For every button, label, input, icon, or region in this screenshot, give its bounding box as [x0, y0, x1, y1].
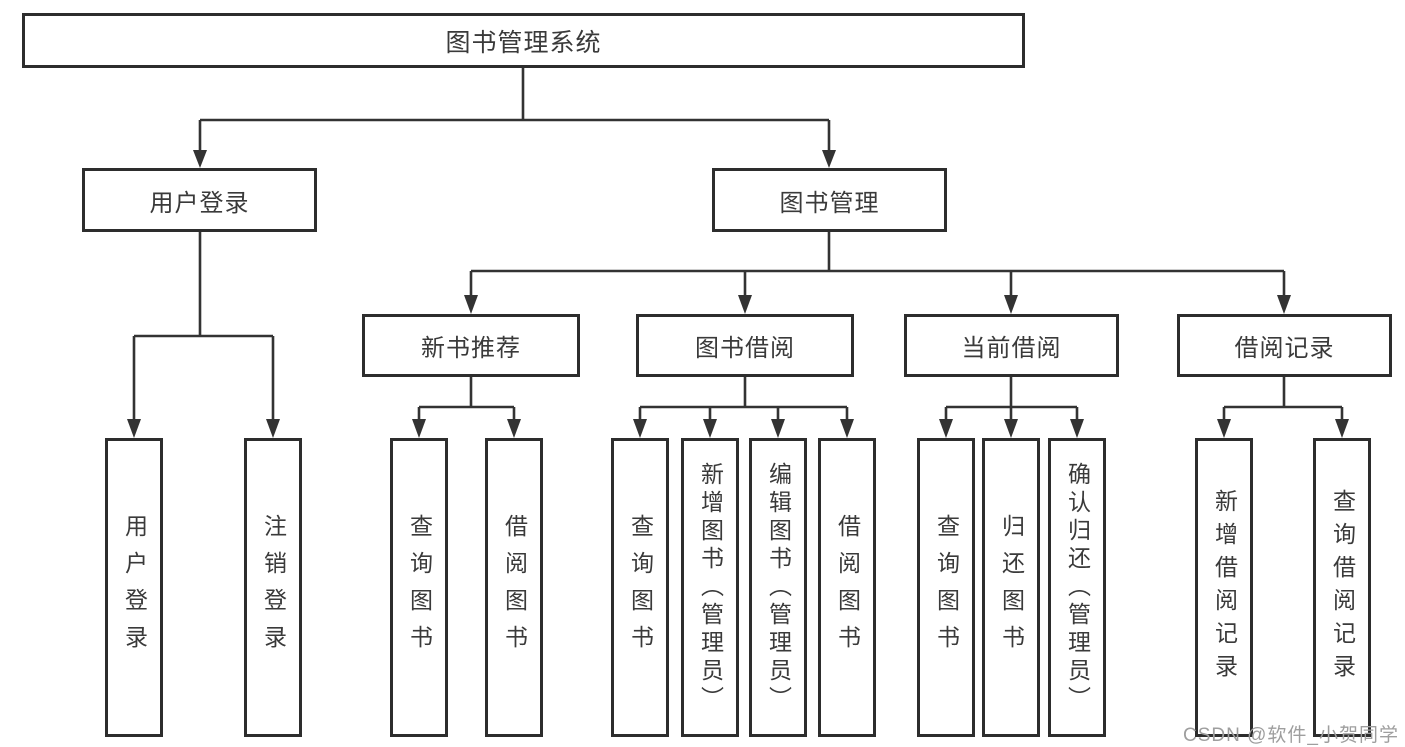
- connector-current-borrow-to-leaves: [939, 377, 1084, 438]
- node-system-root: 图书管理系统: [22, 13, 1025, 68]
- leaf-borrow-books-recommend: 借阅图书: [485, 438, 543, 737]
- connector-book-borrow-to-leaves: [633, 377, 854, 438]
- leaf-add-borrow-record: 新增借阅记录: [1195, 438, 1253, 737]
- node-book-management: 图书管理: [712, 168, 947, 232]
- connector-root-to-level2: [193, 68, 836, 168]
- node-user-login: 用户登录: [82, 168, 317, 232]
- leaf-user-login: 用户登录: [105, 438, 163, 737]
- connector-borrow-records-to-leaves: [1217, 377, 1349, 438]
- connector-user-login-to-leaves: [127, 232, 280, 438]
- leaf-query-books-current: 查询图书: [917, 438, 975, 737]
- leaf-query-books-borrow: 查询图书: [611, 438, 669, 737]
- connector-new-book-recommend-to-leaves: [412, 377, 521, 438]
- node-borrow-records: 借阅记录: [1177, 314, 1392, 377]
- leaf-logout: 注销登录: [244, 438, 302, 737]
- csdn-watermark: CSDN @软件_小贺同学: [1183, 725, 1399, 746]
- leaf-edit-book-admin: 编辑图书（管理员）: [749, 438, 807, 737]
- node-new-book-recommend: 新书推荐: [362, 314, 580, 377]
- leaf-add-book-admin: 新增图书（管理员）: [681, 438, 739, 737]
- leaf-return-book: 归还图书: [982, 438, 1040, 737]
- connector-book-management-to-level3: [464, 232, 1291, 314]
- leaf-query-borrow-record: 查询借阅记录: [1313, 438, 1371, 737]
- leaf-borrow-books-borrow: 借阅图书: [818, 438, 876, 737]
- leaf-confirm-return-admin: 确认归还（管理员）: [1048, 438, 1106, 737]
- leaf-query-books-recommend: 查询图书: [390, 438, 448, 737]
- node-current-borrow: 当前借阅: [904, 314, 1119, 377]
- node-book-borrow: 图书借阅: [636, 314, 854, 377]
